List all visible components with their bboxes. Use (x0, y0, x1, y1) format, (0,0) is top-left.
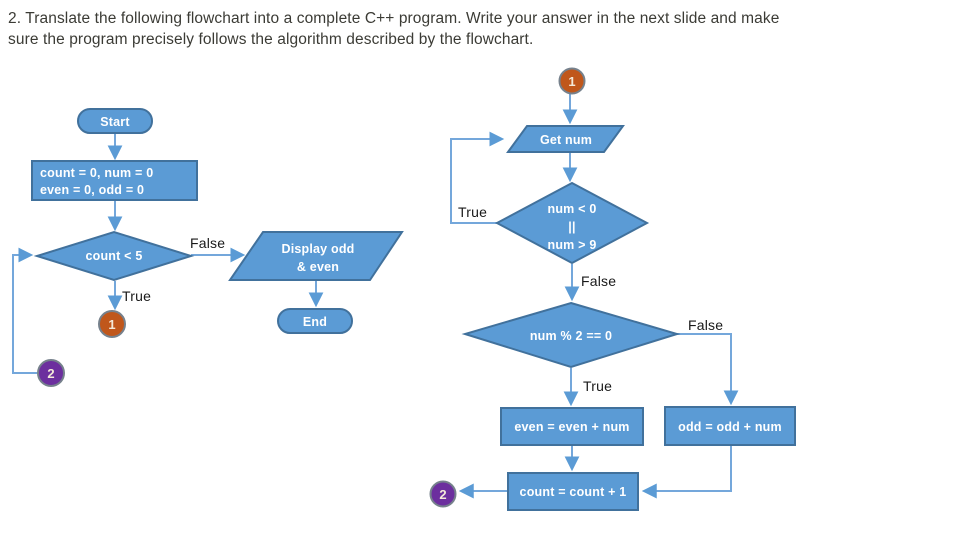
offpage-connector-1-left (98, 310, 126, 338)
node-count-update-label: count = count + 1 (520, 485, 627, 499)
node-init-line2: even = 0, odd = 0 (40, 183, 144, 197)
node-range-check-line1: num < 0 (548, 202, 597, 216)
offpage-connector-2-right-label: 2 (439, 487, 446, 502)
node-range-check (494, 181, 650, 265)
edge-odd-to-count-update (641, 446, 732, 499)
node-init (31, 160, 198, 201)
label-parity-false: False (688, 317, 723, 333)
label-range-false: False (581, 273, 616, 289)
label-range-true: True (458, 204, 487, 220)
edge-ref2-to-count-check (12, 247, 37, 374)
offpage-connector-1-top-label: 1 (568, 74, 575, 89)
node-range-check-line2: || (568, 220, 575, 234)
node-count-check-label: count < 5 (85, 249, 142, 263)
node-parity-check-label: num % 2 == 0 (530, 329, 612, 343)
node-display (228, 231, 404, 281)
node-start (77, 108, 153, 134)
slide-title: 2. Translate the following flowchart int… (8, 8, 952, 50)
node-even-update (500, 407, 644, 446)
node-display-line2: & even (297, 260, 339, 274)
slide-title-line1: 2. Translate the following flowchart int… (8, 10, 780, 27)
label-count-false: False (190, 235, 225, 251)
offpage-connector-2-left (37, 359, 65, 387)
label-parity-true: True (583, 378, 612, 394)
offpage-connector-1-left-label: 1 (108, 317, 115, 332)
node-range-check-line3: num > 9 (548, 238, 597, 252)
node-count-update (507, 472, 639, 511)
node-parity-check (461, 301, 681, 369)
node-odd-update (664, 406, 796, 446)
node-get-num (506, 125, 625, 153)
node-even-update-label: even = even + num (514, 420, 629, 434)
node-odd-update-label: odd = odd + num (678, 420, 782, 434)
offpage-connector-2-right (429, 480, 457, 508)
node-get-num-label: Get num (540, 133, 592, 147)
node-end-label: End (303, 315, 327, 329)
node-init-line1: count = 0, num = 0 (40, 166, 153, 180)
label-count-true: True (122, 288, 151, 304)
offpage-connector-2-left-label: 2 (47, 366, 54, 381)
edge-parity-false-to-odd (677, 333, 739, 406)
node-start-label: Start (100, 115, 130, 129)
slide-title-line2: sure the program precisely follows the a… (8, 31, 534, 48)
edge-range-true-loop (450, 131, 505, 224)
node-end (277, 308, 353, 334)
node-count-check (33, 230, 195, 282)
offpage-connector-1-top (558, 67, 586, 95)
node-display-line1: Display odd (281, 242, 354, 256)
